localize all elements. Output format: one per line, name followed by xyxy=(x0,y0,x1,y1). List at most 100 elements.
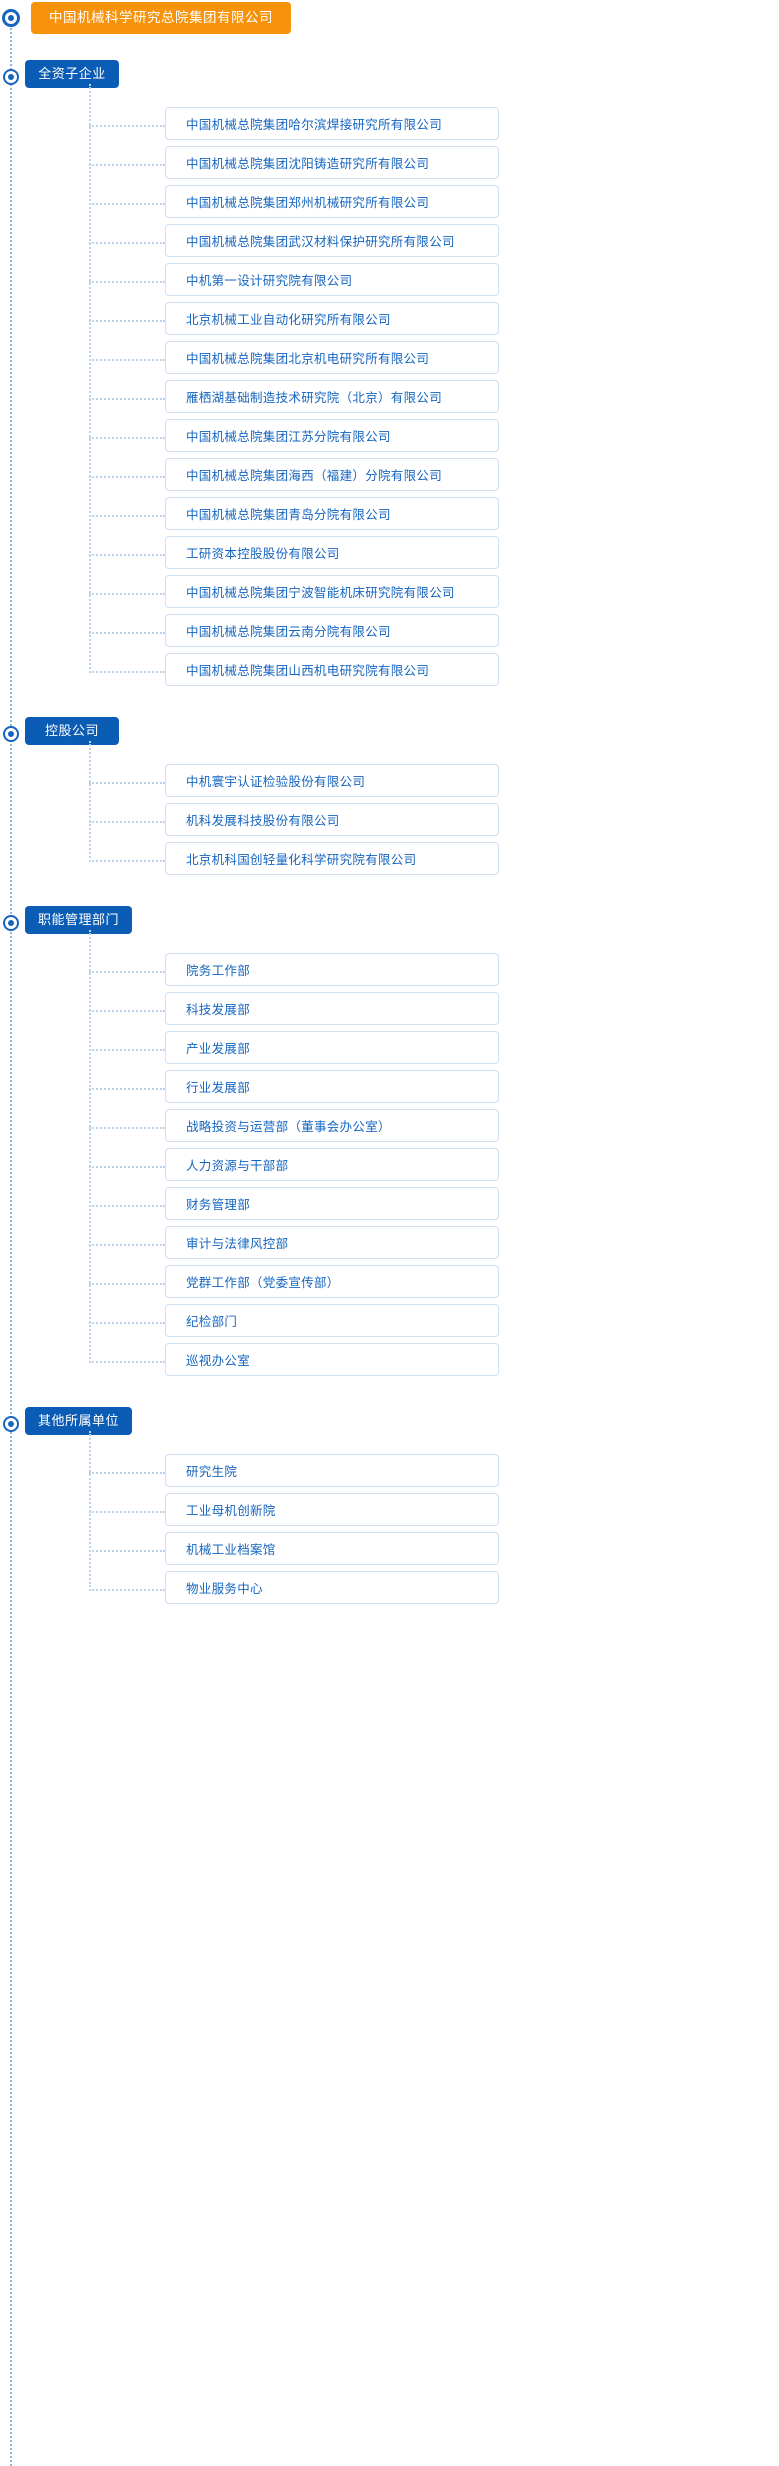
org-node-box[interactable]: 雁栖湖基础制造技术研究院（北京）有限公司 xyxy=(165,380,499,413)
org-node-box[interactable]: 中国机械总院集团武汉材料保护研究所有限公司 xyxy=(165,224,499,257)
child-horizontal-connector xyxy=(89,1166,165,1168)
section-tag-2[interactable]: 控股公司 xyxy=(25,717,119,745)
child-row: 物业服务中心 xyxy=(0,1570,779,1609)
org-section: 全资子企业中国机械总院集团哈尔滨焊接研究所有限公司中国机械总院集团沈阳铸造研究所… xyxy=(0,52,779,709)
org-node-box[interactable]: 中国机械总院集团沈阳铸造研究所有限公司 xyxy=(165,146,499,179)
org-node-label: 中机第一设计研究院有限公司 xyxy=(186,274,353,288)
child-horizontal-connector xyxy=(89,1322,165,1324)
child-row: 中国机械总院集团郑州机械研究所有限公司 xyxy=(0,184,779,223)
org-node-box[interactable]: 院务工作部 xyxy=(165,953,499,986)
child-horizontal-connector xyxy=(89,320,165,322)
org-node-label: 中国机械总院集团郑州机械研究所有限公司 xyxy=(186,196,430,210)
child-row: 党群工作部（党委宣传部） xyxy=(0,1264,779,1303)
child-row: 中机第一设计研究院有限公司 xyxy=(0,262,779,301)
child-horizontal-connector xyxy=(89,281,165,283)
child-row: 机械工业档案馆 xyxy=(0,1531,779,1570)
org-node-box[interactable]: 中机第一设计研究院有限公司 xyxy=(165,263,499,296)
org-node-box[interactable]: 中国机械总院集团海西（福建）分院有限公司 xyxy=(165,458,499,491)
child-horizontal-connector xyxy=(89,476,165,478)
section-children: 研究生院工业母机创新院机械工业档案馆物业服务中心 xyxy=(0,1431,779,1609)
child-row: 中国机械总院集团哈尔滨焊接研究所有限公司 xyxy=(0,106,779,145)
child-row: 战略投资与运营部（董事会办公室） xyxy=(0,1108,779,1147)
org-node-box[interactable]: 研究生院 xyxy=(165,1454,499,1487)
org-node-box[interactable]: 战略投资与运营部（董事会办公室） xyxy=(165,1109,499,1142)
org-node-box[interactable]: 中国机械总院集团北京机电研究所有限公司 xyxy=(165,341,499,374)
child-horizontal-connector xyxy=(89,1010,165,1012)
org-node-box[interactable]: 科技发展部 xyxy=(165,992,499,1025)
child-row: 巡视办公室 xyxy=(0,1342,779,1381)
child-horizontal-connector xyxy=(89,515,165,517)
section-spacer xyxy=(0,880,779,898)
section-tag-4[interactable]: 其他所属单位 xyxy=(25,1407,133,1435)
org-node-label: 巡视办公室 xyxy=(186,1354,251,1368)
org-node-box[interactable]: 行业发展部 xyxy=(165,1070,499,1103)
org-node-box[interactable]: 物业服务中心 xyxy=(165,1571,499,1604)
child-horizontal-connector xyxy=(89,1088,165,1090)
org-node-label: 产业发展部 xyxy=(186,1042,251,1056)
org-node-label: 院务工作部 xyxy=(186,964,251,978)
org-node-box[interactable]: 巡视办公室 xyxy=(165,1343,499,1376)
org-node-label: 中国机械总院集团哈尔滨焊接研究所有限公司 xyxy=(186,118,443,132)
org-node-box[interactable]: 中机寰宇认证检验股份有限公司 xyxy=(165,764,499,797)
child-row: 产业发展部 xyxy=(0,1030,779,1069)
org-node-label: 机械工业档案馆 xyxy=(186,1543,276,1557)
org-node-box[interactable]: 北京机科国创轻量化科学研究院有限公司 xyxy=(165,842,499,875)
org-node-label: 中国机械总院集团江苏分院有限公司 xyxy=(186,430,391,444)
child-row: 纪检部门 xyxy=(0,1303,779,1342)
org-node-box[interactable]: 纪检部门 xyxy=(165,1304,499,1337)
org-node-box[interactable]: 审计与法律风控部 xyxy=(165,1226,499,1259)
child-row: 北京机科国创轻量化科学研究院有限公司 xyxy=(0,841,779,880)
child-horizontal-connector xyxy=(89,671,165,673)
org-node-box[interactable]: 人力资源与干部部 xyxy=(165,1148,499,1181)
org-node-label: 中国机械总院集团云南分院有限公司 xyxy=(186,625,391,639)
child-horizontal-connector xyxy=(89,125,165,127)
section-header: 全资子企业 xyxy=(0,52,779,102)
org-node-box[interactable]: 机科发展科技股份有限公司 xyxy=(165,803,499,836)
child-horizontal-connector xyxy=(89,821,165,823)
org-section: 控股公司中机寰宇认证检验股份有限公司机科发展科技股份有限公司北京机科国创轻量化科… xyxy=(0,709,779,898)
child-row: 中国机械总院集团青岛分院有限公司 xyxy=(0,496,779,535)
org-node-box[interactable]: 中国机械总院集团江苏分院有限公司 xyxy=(165,419,499,452)
org-node-box[interactable]: 机械工业档案馆 xyxy=(165,1532,499,1565)
org-node-box[interactable]: 中国机械总院集团青岛分院有限公司 xyxy=(165,497,499,530)
org-node-label: 中国机械总院集团武汉材料保护研究所有限公司 xyxy=(186,235,455,249)
org-node-box[interactable]: 中国机械总院集团宁波智能机床研究院有限公司 xyxy=(165,575,499,608)
org-node-label: 财务管理部 xyxy=(186,1198,251,1212)
section-tag-1[interactable]: 全资子企业 xyxy=(25,60,119,88)
child-horizontal-connector xyxy=(89,554,165,556)
org-node-box[interactable]: 中国机械总院集团云南分院有限公司 xyxy=(165,614,499,647)
child-row: 行业发展部 xyxy=(0,1069,779,1108)
org-section: 职能管理部门院务工作部科技发展部产业发展部行业发展部战略投资与运营部（董事会办公… xyxy=(0,898,779,1399)
section-children: 中国机械总院集团哈尔滨焊接研究所有限公司中国机械总院集团沈阳铸造研究所有限公司中… xyxy=(0,84,779,691)
org-node-box[interactable]: 产业发展部 xyxy=(165,1031,499,1064)
org-node-box[interactable]: 党群工作部（党委宣传部） xyxy=(165,1265,499,1298)
child-row: 中国机械总院集团武汉材料保护研究所有限公司 xyxy=(0,223,779,262)
org-node-box[interactable]: 财务管理部 xyxy=(165,1187,499,1220)
org-node-label: 中国机械总院集团宁波智能机床研究院有限公司 xyxy=(186,586,455,600)
section-node-marker-icon xyxy=(3,915,19,931)
org-node-label: 人力资源与干部部 xyxy=(186,1159,289,1173)
org-node-box[interactable]: 工研资本控股股份有限公司 xyxy=(165,536,499,569)
child-horizontal-connector xyxy=(89,1550,165,1552)
section-node-marker-icon xyxy=(3,726,19,742)
root-node-box[interactable]: 中国机械科学研究总院集团有限公司 xyxy=(31,2,291,34)
org-node-box[interactable]: 中国机械总院集团哈尔滨焊接研究所有限公司 xyxy=(165,107,499,140)
org-node-box[interactable]: 中国机械总院集团郑州机械研究所有限公司 xyxy=(165,185,499,218)
child-horizontal-connector xyxy=(89,398,165,400)
section-tag-3[interactable]: 职能管理部门 xyxy=(25,906,133,934)
org-node-box[interactable]: 北京机械工业自动化研究所有限公司 xyxy=(165,302,499,335)
org-node-label: 中国机械总院集团北京机电研究所有限公司 xyxy=(186,352,430,366)
child-row: 工业母机创新院 xyxy=(0,1492,779,1531)
child-horizontal-connector xyxy=(89,203,165,205)
org-node-box[interactable]: 中国机械总院集团山西机电研究院有限公司 xyxy=(165,653,499,686)
child-horizontal-connector xyxy=(89,971,165,973)
org-node-box[interactable]: 工业母机创新院 xyxy=(165,1493,499,1526)
org-node-label: 中国机械总院集团沈阳铸造研究所有限公司 xyxy=(186,157,430,171)
child-row: 工研资本控股股份有限公司 xyxy=(0,535,779,574)
org-node-label: 党群工作部（党委宣传部） xyxy=(186,1276,340,1290)
child-row: 中国机械总院集团海西（福建）分院有限公司 xyxy=(0,457,779,496)
org-node-label: 审计与法律风控部 xyxy=(186,1237,289,1251)
child-horizontal-connector xyxy=(89,164,165,166)
child-horizontal-connector xyxy=(89,1511,165,1513)
